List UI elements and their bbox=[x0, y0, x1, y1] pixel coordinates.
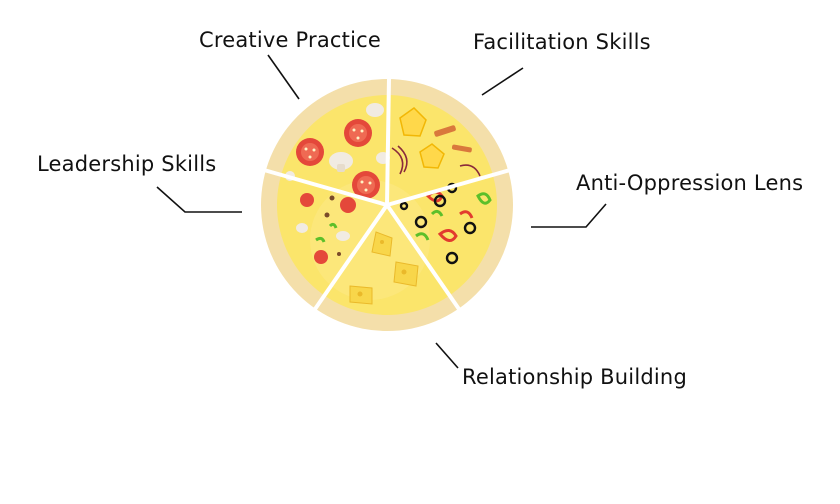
leader-lines bbox=[156, 54, 607, 369]
label-creative-practice: Creative Practice bbox=[199, 28, 381, 52]
tomato-icon bbox=[344, 119, 372, 147]
slice-cuts bbox=[262, 76, 512, 314]
slice-leadership-skills bbox=[296, 193, 356, 264]
cheese-cube-icon bbox=[349, 285, 373, 305]
mushroom-icon bbox=[329, 152, 353, 172]
onion-icon bbox=[391, 145, 408, 175]
pepper-icon bbox=[315, 222, 338, 243]
bacon-icon bbox=[434, 125, 472, 153]
mushroom-icon bbox=[296, 223, 350, 241]
label-facilitation-skills: Facilitation Skills bbox=[473, 30, 651, 54]
pineapple-icon bbox=[419, 143, 445, 169]
leader-line-facilitation bbox=[481, 67, 524, 96]
leader-line-relationship bbox=[435, 342, 459, 369]
cheese-cube-icon bbox=[371, 231, 393, 257]
leader-line-anti-oppression bbox=[531, 203, 607, 228]
leader-line-creative bbox=[267, 54, 300, 100]
slice-facilitation-skills bbox=[391, 107, 481, 177]
tomato-icon bbox=[296, 138, 324, 166]
leader-line-leadership bbox=[156, 186, 242, 213]
mushroom-icon bbox=[366, 103, 384, 117]
onion-icon bbox=[459, 164, 481, 177]
olive-icon bbox=[324, 195, 341, 256]
cheese-cube-icon bbox=[393, 261, 419, 287]
tomato-icon bbox=[352, 171, 380, 199]
slice-relationship-building bbox=[349, 231, 419, 305]
pineapple-icon bbox=[399, 107, 427, 137]
olive-icon bbox=[399, 182, 477, 265]
pepperoni-icon bbox=[300, 193, 356, 264]
label-relationship-building: Relationship Building bbox=[462, 365, 687, 389]
pizza bbox=[261, 76, 513, 331]
label-leadership-skills: Leadership Skills bbox=[37, 152, 217, 176]
label-anti-oppression-lens: Anti-Oppression Lens bbox=[576, 171, 804, 195]
